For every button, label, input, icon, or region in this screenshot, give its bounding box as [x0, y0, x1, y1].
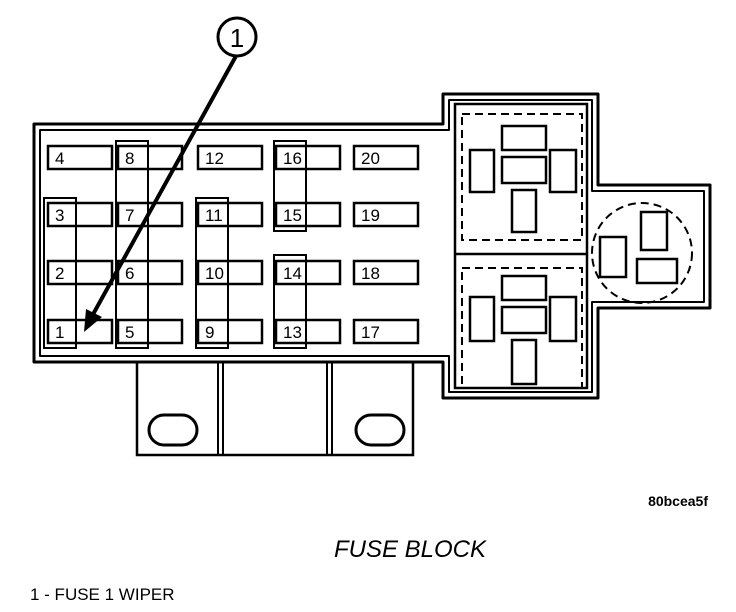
fuse-10: 10	[196, 259, 264, 286]
fuse-17: 17	[352, 318, 420, 345]
fuse-label: 4	[55, 149, 64, 168]
relay-upper-outline	[461, 113, 583, 241]
fuse-1: 1	[46, 318, 114, 345]
relay-lower-outline	[461, 267, 583, 389]
fuse-label: 20	[361, 149, 380, 168]
legend-item-1: 1 - FUSE 1 WIPER	[30, 585, 175, 604]
diagram-title: FUSE BLOCK	[334, 536, 487, 563]
fuse-12: 12	[196, 144, 264, 171]
fuse-label: 14	[283, 264, 302, 283]
fuse-label: 2	[55, 264, 64, 283]
fuse-3: 3	[46, 201, 114, 228]
image-code: 80bcea5f	[648, 493, 708, 509]
fuse-15: 15	[274, 201, 342, 228]
relay-lower	[468, 274, 578, 386]
round-connector-terminals	[598, 210, 679, 285]
fuse-label: 16	[283, 149, 302, 168]
fuse-20: 20	[352, 144, 420, 171]
fuse-label: 7	[125, 206, 134, 225]
fuse-label: 18	[361, 264, 380, 283]
mounting-bracket	[135, 362, 415, 457]
fuse-label: 9	[205, 323, 214, 342]
fuse-11: 11	[196, 201, 264, 228]
fuse-19: 19	[352, 201, 420, 228]
fuse-9: 9	[196, 318, 264, 345]
relay-upper	[468, 124, 578, 234]
fuse-13: 13	[274, 318, 342, 345]
fuse-label: 5	[125, 323, 134, 342]
fuse-4: 4	[46, 144, 114, 171]
fuse-16: 16	[274, 144, 342, 171]
relay-section	[453, 102, 693, 390]
fuse-2: 2	[46, 259, 114, 286]
fuse-label: 11	[205, 206, 223, 225]
callout-1: 1	[84, 16, 258, 332]
fuse-label: 6	[125, 264, 134, 283]
fuse-block-housing	[32, 92, 712, 400]
fuse-18: 18	[352, 259, 420, 286]
mounting-slot-left	[147, 413, 199, 447]
fuse-label: 17	[361, 323, 380, 342]
fuse-7: 7	[116, 201, 184, 228]
fuse-label: 19	[361, 206, 380, 225]
fuse-label: 12	[205, 149, 224, 168]
fuse-label: 3	[55, 206, 64, 225]
fuse-label: 8	[125, 149, 134, 168]
fuse-group-outlines	[43, 140, 307, 349]
fuse-label: 10	[205, 264, 224, 283]
fuse-14: 14	[274, 259, 342, 286]
fuse-label: 13	[283, 323, 302, 342]
mounting-slot-right	[354, 413, 406, 447]
fuse-block-housing-inner	[39, 99, 705, 393]
fuse-5: 5	[116, 318, 184, 345]
callout-number: 1	[230, 23, 244, 53]
round-connector-outline	[591, 202, 693, 304]
fuse-label: 15	[283, 206, 302, 225]
fuse-label: 1	[55, 323, 64, 342]
